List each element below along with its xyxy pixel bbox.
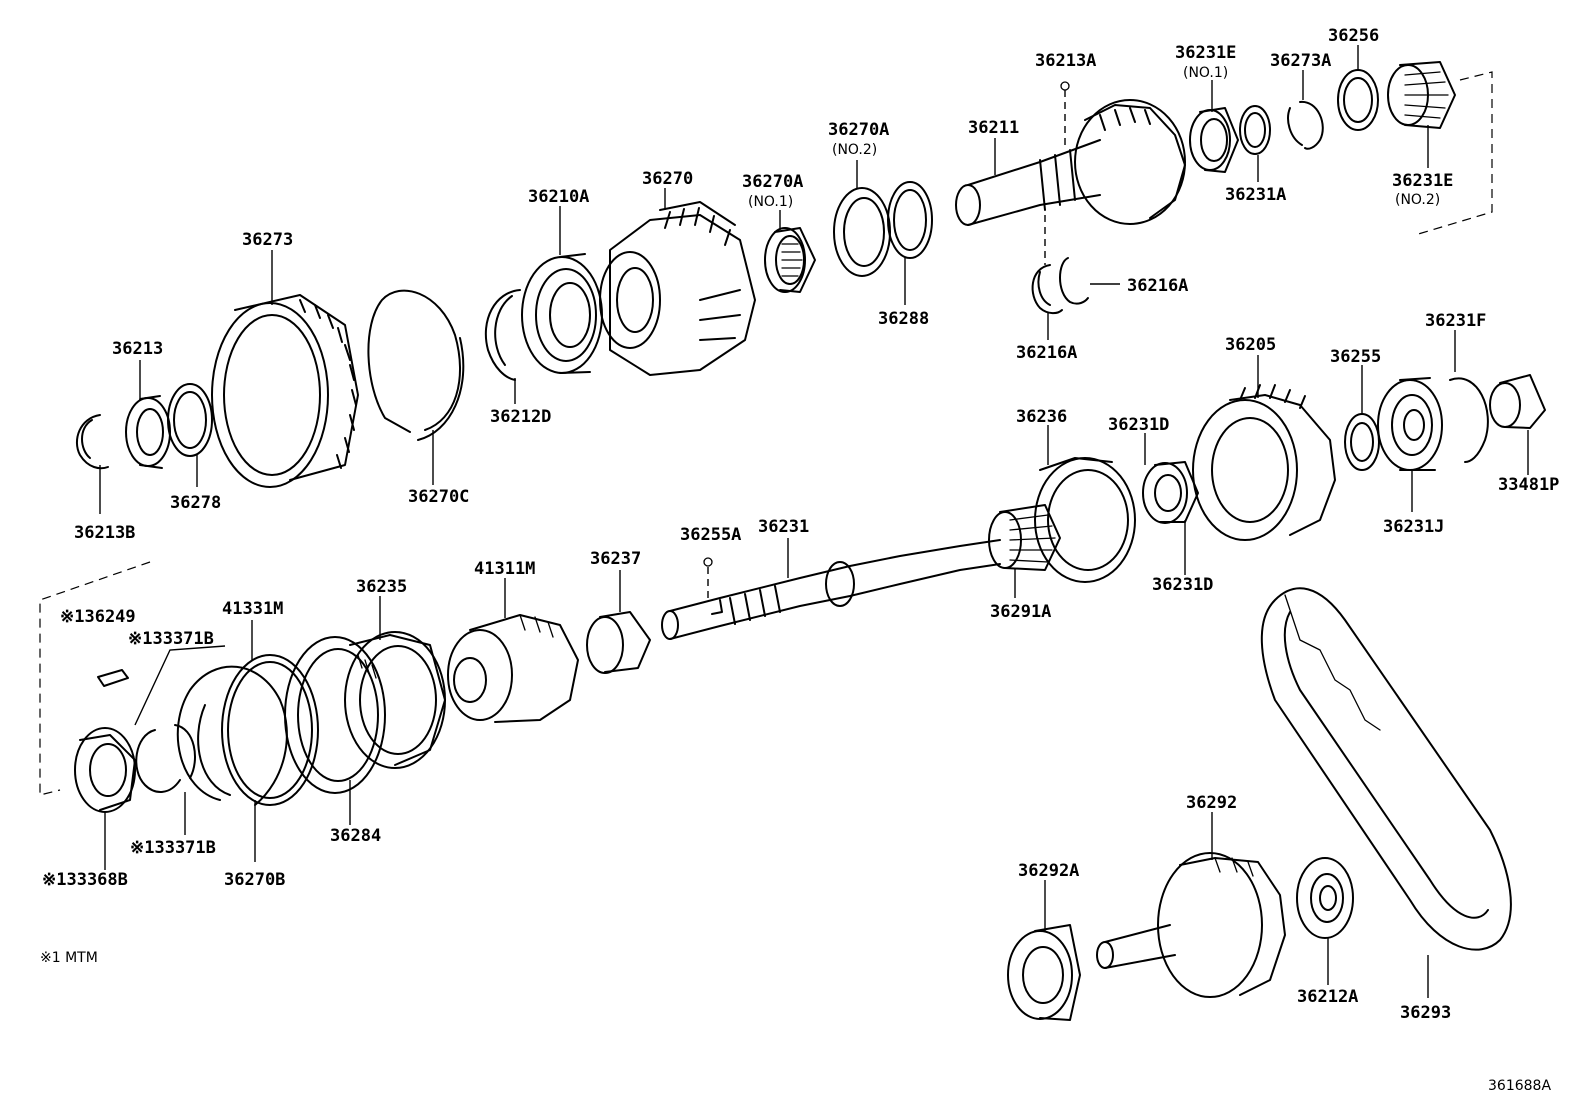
label-36216A-right: 36216A xyxy=(1127,276,1188,296)
label-36231D-top: 36231D xyxy=(1108,415,1169,435)
label-36231E-no2: 36231E xyxy=(1392,171,1453,191)
label-36288: 36288 xyxy=(878,309,929,329)
part-36270A-no1-needle-bearing xyxy=(764,227,816,293)
label-36273A: 36273A xyxy=(1270,51,1331,71)
label-36210A: 36210A xyxy=(528,187,589,207)
part-36231A-washer xyxy=(1239,105,1271,155)
part-36231E-no2-needle-bearing xyxy=(1387,61,1456,129)
label-33368B: ※133368B xyxy=(42,870,128,890)
part-36293-drive-chain xyxy=(1260,587,1512,951)
part-36256-washer xyxy=(1337,69,1379,131)
part-36236-drive-sprocket-drum xyxy=(1034,457,1136,583)
part-36211-output-shaft xyxy=(955,99,1186,226)
part-36292A-ball-bearing xyxy=(1007,924,1081,1021)
label-36231E-no2-sub: (NO.2) xyxy=(1395,192,1440,208)
label-36231F: 36231F xyxy=(1425,311,1486,331)
part-labels: 36213A 36231E (NO.1) 36273A 36256 36211 … xyxy=(40,26,1559,1094)
label-36270A-no1-sub: (NO.1) xyxy=(748,194,793,210)
part-36273A-snap-ring xyxy=(1287,100,1324,150)
part-41331M-ring xyxy=(221,654,319,806)
label-36293: 36293 xyxy=(1400,1003,1451,1023)
label-36270A-no1: 36270A xyxy=(742,172,803,192)
label-36231: 36231 xyxy=(758,517,809,537)
part-36288-washer xyxy=(887,181,933,259)
part-36216A-snap-ring-pair xyxy=(1031,257,1089,315)
label-36205: 36205 xyxy=(1225,335,1276,355)
part-36291A-needle-bearing xyxy=(988,504,1061,571)
label-33371B-bottom: ※133371B xyxy=(130,838,216,858)
label-33481P: 33481P xyxy=(1498,475,1559,495)
part-36213-bushing xyxy=(125,395,171,469)
part-36255-washer xyxy=(1344,413,1380,471)
part-36237-needle-bearing xyxy=(586,611,651,674)
label-36235: 36235 xyxy=(356,577,407,597)
part-36212A-ball-bearing xyxy=(1296,857,1354,939)
label-36249: ※136249 xyxy=(60,607,136,627)
diagram-reference-code: 361688A xyxy=(1488,1078,1551,1094)
part-36278-ring xyxy=(167,383,213,457)
part-33371B-spring-pair xyxy=(135,724,196,793)
optional-parts-frame-left xyxy=(39,561,151,796)
label-36291A: 36291A xyxy=(990,602,1051,622)
label-33371B-top: ※133371B xyxy=(128,629,214,649)
part-41311M-clutch-hub xyxy=(447,614,579,723)
part-33368B-hub xyxy=(74,727,136,813)
part-33481P-sleeve xyxy=(1489,374,1546,429)
label-36270: 36270 xyxy=(642,169,693,189)
label-36270A-no2-sub: (NO.2) xyxy=(832,142,877,158)
label-36236: 36236 xyxy=(1016,407,1067,427)
label-36273: 36273 xyxy=(242,230,293,250)
part-36205-sun-gear-drum xyxy=(1192,384,1336,541)
part-36270C-snap-ring xyxy=(367,289,465,441)
label-36255: 36255 xyxy=(1330,347,1381,367)
label-36231D-bottom: 36231D xyxy=(1152,575,1213,595)
part-36249-key xyxy=(97,669,129,687)
part-36270B-snap-ring xyxy=(176,665,288,806)
label-36211: 36211 xyxy=(968,118,1019,138)
part-36231J-ball-bearing xyxy=(1377,377,1443,471)
part-36292-driven-sprocket xyxy=(1096,852,1286,998)
label-36231E-no1-sub: (NO.1) xyxy=(1183,65,1228,81)
part-36231D-thrust-bearing xyxy=(1142,461,1199,524)
label-36278: 36278 xyxy=(170,493,221,513)
part-36212D-snap-ring xyxy=(484,289,521,381)
label-36270B: 36270B xyxy=(224,870,285,890)
label-36216A-bottom: 36216A xyxy=(1016,343,1077,363)
part-36231-input-shaft xyxy=(661,539,1001,640)
label-36270C: 36270C xyxy=(408,487,469,507)
label-36212A: 36212A xyxy=(1297,987,1358,1007)
label-36231J: 36231J xyxy=(1383,517,1444,537)
part-36273-clutch-sleeve xyxy=(211,294,359,488)
label-36256: 36256 xyxy=(1328,26,1379,46)
label-36255A: 36255A xyxy=(680,525,741,545)
part-36231F-snap-ring xyxy=(1449,377,1489,463)
part-36284-hub-sleeve xyxy=(284,636,386,794)
label-36284: 36284 xyxy=(330,826,381,846)
part-36235-gear xyxy=(344,631,446,769)
label-36213: 36213 xyxy=(112,339,163,359)
label-36231A: 36231A xyxy=(1225,185,1286,205)
part-36270-planetary-carrier xyxy=(599,201,756,376)
optional-parts-frame-right xyxy=(1414,71,1493,236)
part-36270A-no2-thrust-washer xyxy=(833,187,891,277)
label-36270A-no2: 36270A xyxy=(828,120,889,140)
footnote-mtm: ※1 MTM xyxy=(40,950,98,966)
label-36292: 36292 xyxy=(1186,793,1237,813)
label-36237: 36237 xyxy=(590,549,641,569)
label-36212D: 36212D xyxy=(490,407,551,427)
part-36210A-bearing xyxy=(521,253,603,374)
part-36231E-no1-bearing xyxy=(1189,107,1239,173)
label-36213A: 36213A xyxy=(1035,51,1096,71)
label-36213B: 36213B xyxy=(74,523,135,543)
label-36231E-no1: 36231E xyxy=(1175,43,1236,63)
label-41331M: 41331M xyxy=(222,599,283,619)
label-36292A: 36292A xyxy=(1018,861,1079,881)
leader-lines xyxy=(99,45,1529,998)
part-36213B-snap-ring xyxy=(75,414,109,470)
label-41311M: 41311M xyxy=(474,559,535,579)
